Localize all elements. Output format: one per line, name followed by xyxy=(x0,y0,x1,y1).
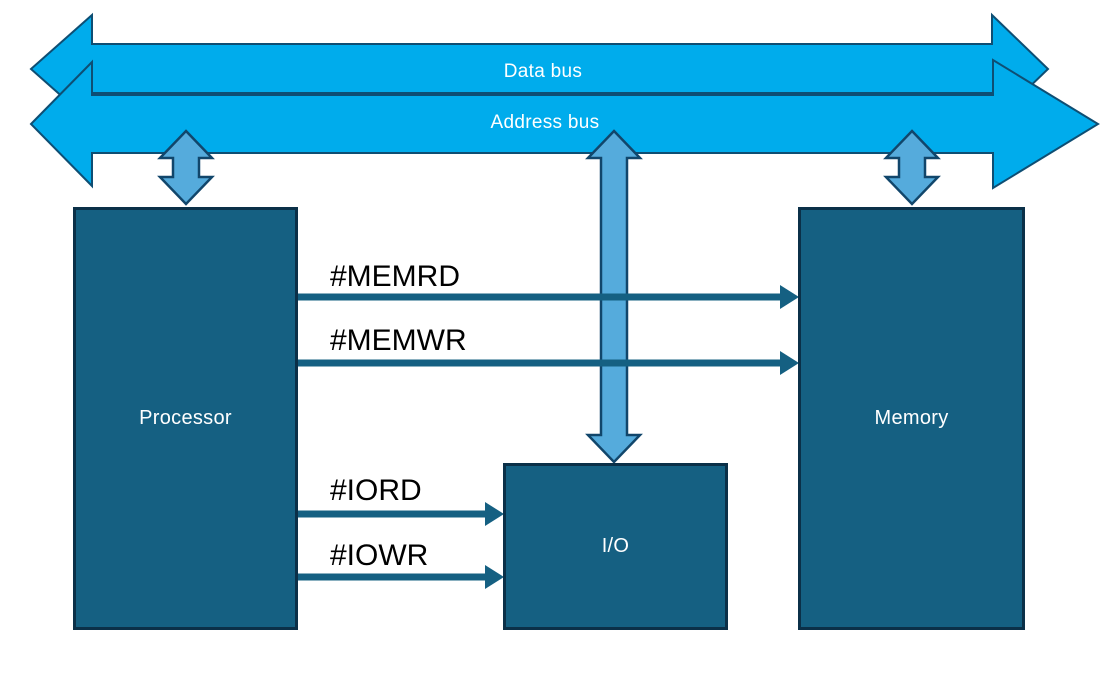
iord-signal-label: #IORD xyxy=(330,474,422,507)
memwr-signal-label: #MEMWR xyxy=(330,324,467,357)
address-bus-label: Address bus xyxy=(490,112,600,133)
memory-bus-connector-arrow xyxy=(883,129,941,206)
iord-signal-arrow xyxy=(298,502,504,526)
memrd-signal-label: #MEMRD xyxy=(330,260,461,293)
memory-block: Memory xyxy=(798,207,1025,630)
io-block: I/O xyxy=(503,463,728,630)
processor-bus-connector-arrow xyxy=(157,129,215,206)
memory-block-label: Memory xyxy=(874,407,949,429)
data-bus-label: Data bus xyxy=(503,61,583,82)
iowr-signal-arrow xyxy=(298,565,504,589)
address-bus-arrow xyxy=(29,58,1100,190)
processor-block: Processor xyxy=(73,207,298,630)
memrd-signal-arrow xyxy=(298,285,799,309)
memwr-signal-arrow xyxy=(298,351,799,375)
processor-block-label: Processor xyxy=(139,407,232,429)
io-block-label: I/O xyxy=(601,535,630,557)
iowr-signal-label: #IOWR xyxy=(330,539,429,572)
